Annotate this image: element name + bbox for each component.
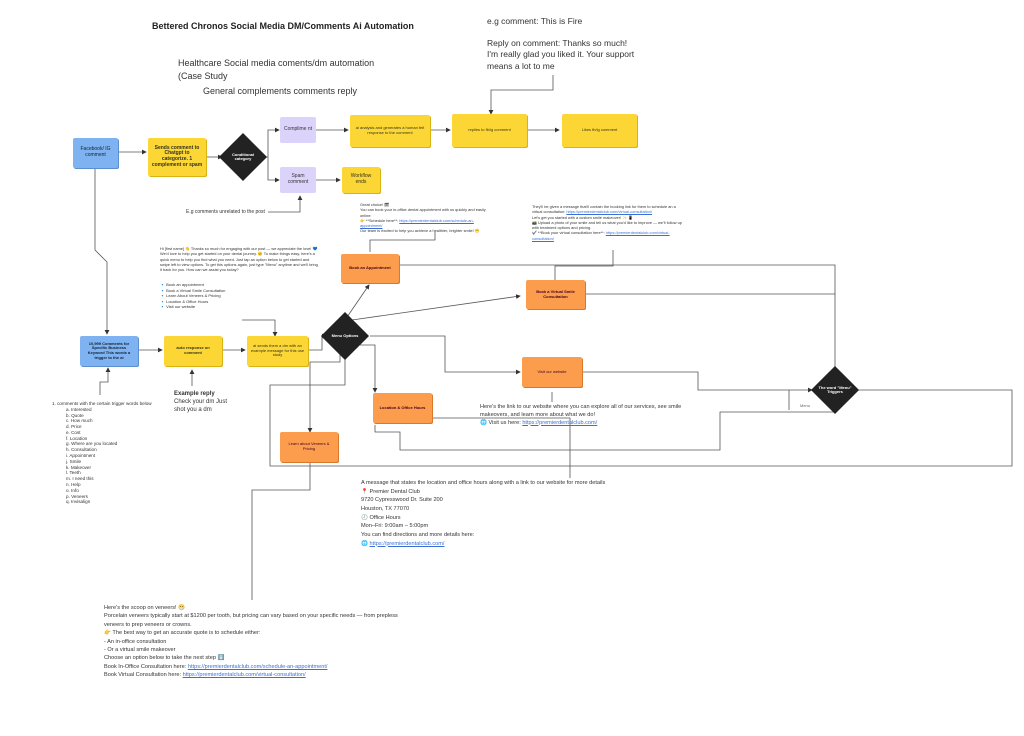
example-reply-comment: Reply on comment: Thanks so much! I'm re… (487, 38, 635, 71)
virtual-message-link2[interactable]: https://premierdentalclub.com/virtual-co… (532, 230, 670, 241)
book-message-text: Great choice! 🗓 You can book your in-off… (360, 202, 486, 223)
virtual-message-text2: Let's get you started with a custom smil… (532, 214, 682, 236)
node-workflow-ends[interactable]: Workflow ends (342, 167, 380, 193)
virtual-message-text: They'll be given a message that'll conta… (532, 204, 676, 215)
edge-end-loop (269, 350, 1013, 467)
virtual-message-link1[interactable]: https://premierdentalclub.com/virtual-co… (566, 209, 653, 215)
edge-website-to-end (583, 371, 813, 393)
example-comment: e.g comment: This is Fire (487, 16, 583, 26)
trigger-word: l. Teeth (66, 470, 81, 476)
trigger-word: k. Makeover (66, 464, 92, 470)
trigger-word: p. Veneers (66, 493, 88, 499)
node-replies-to-comment[interactable]: replies to fb/ig comment (452, 114, 527, 147)
example-reply-label: Example reply (174, 391, 215, 397)
node-spam-comment[interactable]: Spam comment (280, 167, 316, 193)
trigger-word: n. Help (66, 481, 81, 487)
veneers-inoffice-prefix: Book In-Office Consultation here: (104, 663, 188, 670)
website-message: Here's the link to our website where you… (480, 404, 705, 427)
location-message-text: A message that states the location and o… (361, 480, 606, 538)
dm-option: 🔹 Visit our website (160, 304, 196, 310)
dm-message-options: 🔹 Book an appointment 🔹 Book a Virtual S… (160, 282, 225, 310)
veneers-virtual-prefix: Book Virtual Consultation here: (104, 672, 183, 679)
trigger-word: a. Interested (66, 406, 92, 412)
trigger-word: q. Invisalign (66, 499, 91, 505)
node-sends-to-chatgpt[interactable]: Sends comment to Chatgpt to categorize. … (148, 138, 206, 176)
node-virtual-consultation[interactable]: Book a Virtual Smile Consultation (526, 280, 585, 309)
dm-option: 🔹 Learn About Veneers & Pricing (160, 293, 221, 299)
node-likes-comment[interactable]: Likes fb/ig comment (562, 114, 637, 147)
node-learn-veneers[interactable]: Learn about Veneers & Pricing (280, 432, 338, 462)
book-appointment-message: Great choice! 🗓 You can book your in-off… (360, 202, 488, 234)
veneers-inoffice-link[interactable]: https://premierdentalclub.com/schedule-a… (187, 663, 328, 670)
trigger-word: f. Location (66, 435, 88, 441)
location-message-link[interactable]: https://premierdentalclub.com/ (369, 540, 445, 547)
edge-example-to-replies (488, 75, 554, 115)
edge-diamond-to-spam (267, 157, 280, 183)
edge-menu-to-book (344, 284, 370, 321)
edge-menu-to-website (370, 335, 521, 375)
trigger-word: j. Smile (66, 458, 82, 464)
node-menu-trigger-label: The word "Menu" Triggers (818, 384, 852, 394)
edge-virtual-msg (554, 250, 614, 280)
edge-book-msg (369, 232, 436, 252)
diagram-subtitle-general: General complements comments reply (203, 86, 358, 96)
edge-trigger-list-to-keyword (99, 367, 111, 395)
edge-location-to-end (374, 399, 838, 451)
node-visit-website[interactable]: Visit our website (522, 357, 582, 387)
arrow-label-menu: Menu (800, 403, 811, 408)
node-keyword-trigger[interactable]: 10,999 Comments for Specific Business Ke… (80, 336, 138, 366)
edge-note-to-spam (268, 195, 303, 213)
trigger-word: d. Price (66, 424, 82, 430)
node-send-dm[interactable]: ai sends them a dm with an example messa… (247, 336, 308, 366)
example-reply-block: Example reply Check your dm Just shot yo… (174, 390, 232, 414)
edge-veneers-msg (251, 462, 311, 600)
edge-msg-to-dm (242, 319, 278, 337)
website-message-text: Here's the link to our website where you… (480, 404, 682, 418)
trigger-words-intro: 1. comments with the certain trigger wor… (52, 401, 152, 406)
trigger-word: c. How much (66, 418, 93, 424)
website-message-prefix: 🌐 Visit us here: (480, 419, 523, 426)
veneers-virtual-link[interactable]: https://premierdentalclub.com/virtual-co… (182, 672, 306, 679)
trigger-word: o. Info (66, 487, 79, 493)
node-ai-analysis[interactable]: ai analysis and generates a human felt r… (350, 115, 430, 147)
edge-fb-to-keyword (94, 168, 110, 335)
node-menu-options-label: Menu Options (331, 332, 359, 338)
trigger-word: i. Appointment (66, 453, 96, 459)
spam-example-note: E.g comments unrelated to the post (186, 209, 265, 215)
website-message-link[interactable]: https://premierdentalclub.com/ (522, 419, 598, 426)
trigger-word: g. Where are you located (66, 441, 118, 447)
diagram-title: Bettered Chronos Social Media DM/Comment… (152, 21, 414, 31)
node-location-hours[interactable]: Location & Office Hours (373, 393, 432, 423)
trigger-word: m. I need this (66, 476, 94, 482)
edge-menu-to-virtual (351, 294, 521, 321)
book-message-link[interactable]: https://premierdentalclub.com/schedule-a… (360, 217, 474, 229)
location-message-prefix: 🌐 (361, 540, 370, 547)
trigger-word: e. Cost (66, 429, 81, 435)
edge-menu-to-location (360, 344, 378, 393)
example-reply-text: Check your dm Just shot you a dm (174, 399, 228, 414)
trigger-word: h. Consultation (66, 447, 97, 453)
dm-message-intro: Hi [first name] 👋 Thanks so much for eng… (160, 246, 318, 273)
node-auto-response[interactable]: auto response on comment (164, 336, 222, 366)
dm-option: 🔹 Book a Virtual Smile Consultation (160, 287, 226, 293)
edge-menu-to-veneers (307, 350, 341, 433)
trigger-word: b. Quote (66, 412, 84, 418)
veneers-message-text: Here's the scoop on veneers! 😁 Porcelain… (104, 605, 398, 662)
location-message: A message that states the location and o… (361, 479, 611, 548)
trigger-words-list: 1. comments with the certain trigger wor… (52, 401, 152, 505)
veneers-message: Here's the scoop on veneers! 😁 Porcelain… (104, 604, 404, 680)
edge-book-to-end (400, 264, 838, 381)
node-compliment[interactable]: Complime nt (280, 117, 316, 143)
node-facebook-ig-comment[interactable]: Facebook/ IG comment (73, 138, 118, 168)
book-message-tail: Our team is excited to help you achieve … (360, 228, 480, 234)
node-book-appointment[interactable]: Book an Appointment (341, 254, 399, 283)
diagram-subtitle-case-study: Healthcare Social media coments/dm autom… (178, 58, 375, 81)
node-conditional-label: Conditional category (232, 151, 254, 161)
virtual-consultation-message: They'll be given a message that'll conta… (532, 204, 684, 241)
dm-option: 🔹 Book an appointment (160, 282, 204, 287)
dm-option: 🔹 Location & Office Hours (160, 298, 209, 304)
